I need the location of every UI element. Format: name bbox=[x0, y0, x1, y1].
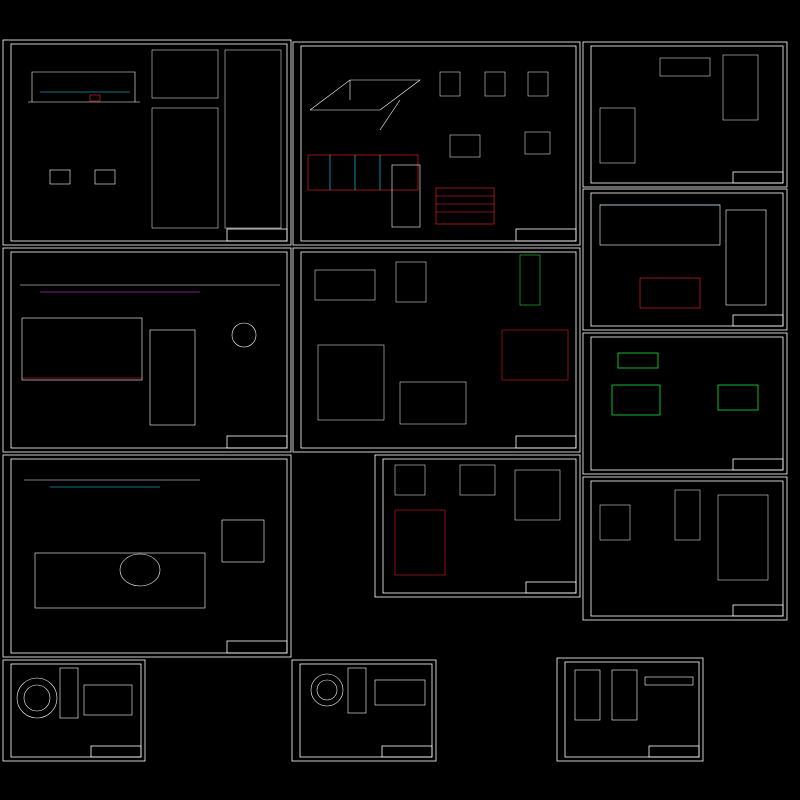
sheet-9-drawing bbox=[394, 464, 561, 576]
sheet-13[interactable] bbox=[556, 657, 704, 762]
sheet-9[interactable] bbox=[374, 454, 581, 598]
sheet-4-drawing bbox=[599, 204, 767, 309]
sheet-2[interactable] bbox=[292, 41, 581, 246]
sheet-2-isometric bbox=[309, 79, 421, 131]
sheet-13-drawing bbox=[574, 669, 694, 721]
sheet-6-drawing bbox=[314, 254, 569, 425]
sheet-3[interactable] bbox=[582, 41, 788, 188]
sheet-7-green-details bbox=[611, 352, 759, 416]
sheet-2-details bbox=[439, 71, 551, 158]
sheet-10[interactable] bbox=[582, 476, 788, 621]
sheet-2-red-table bbox=[435, 187, 495, 225]
sheet-1-tables bbox=[151, 49, 282, 229]
sheet-6[interactable] bbox=[292, 247, 581, 453]
sheet-2-plan bbox=[307, 154, 421, 228]
sheet-11-drawing bbox=[16, 667, 133, 719]
sheet-12[interactable] bbox=[291, 659, 437, 762]
sheet-12-drawing bbox=[310, 667, 426, 714]
sheet-1[interactable] bbox=[2, 39, 292, 246]
sheet-4[interactable] bbox=[582, 188, 788, 331]
sheet-1-section-drawing bbox=[28, 71, 140, 185]
sheet-8[interactable] bbox=[2, 454, 292, 658]
sheet-10-drawing bbox=[599, 489, 769, 581]
sheet-3-details bbox=[599, 54, 759, 164]
sheet-8-drawing bbox=[24, 479, 265, 609]
sheet-11[interactable] bbox=[2, 659, 146, 762]
sheet-5-drawing bbox=[20, 284, 280, 426]
sheet-7[interactable] bbox=[582, 332, 788, 475]
sheet-5[interactable] bbox=[2, 247, 292, 453]
